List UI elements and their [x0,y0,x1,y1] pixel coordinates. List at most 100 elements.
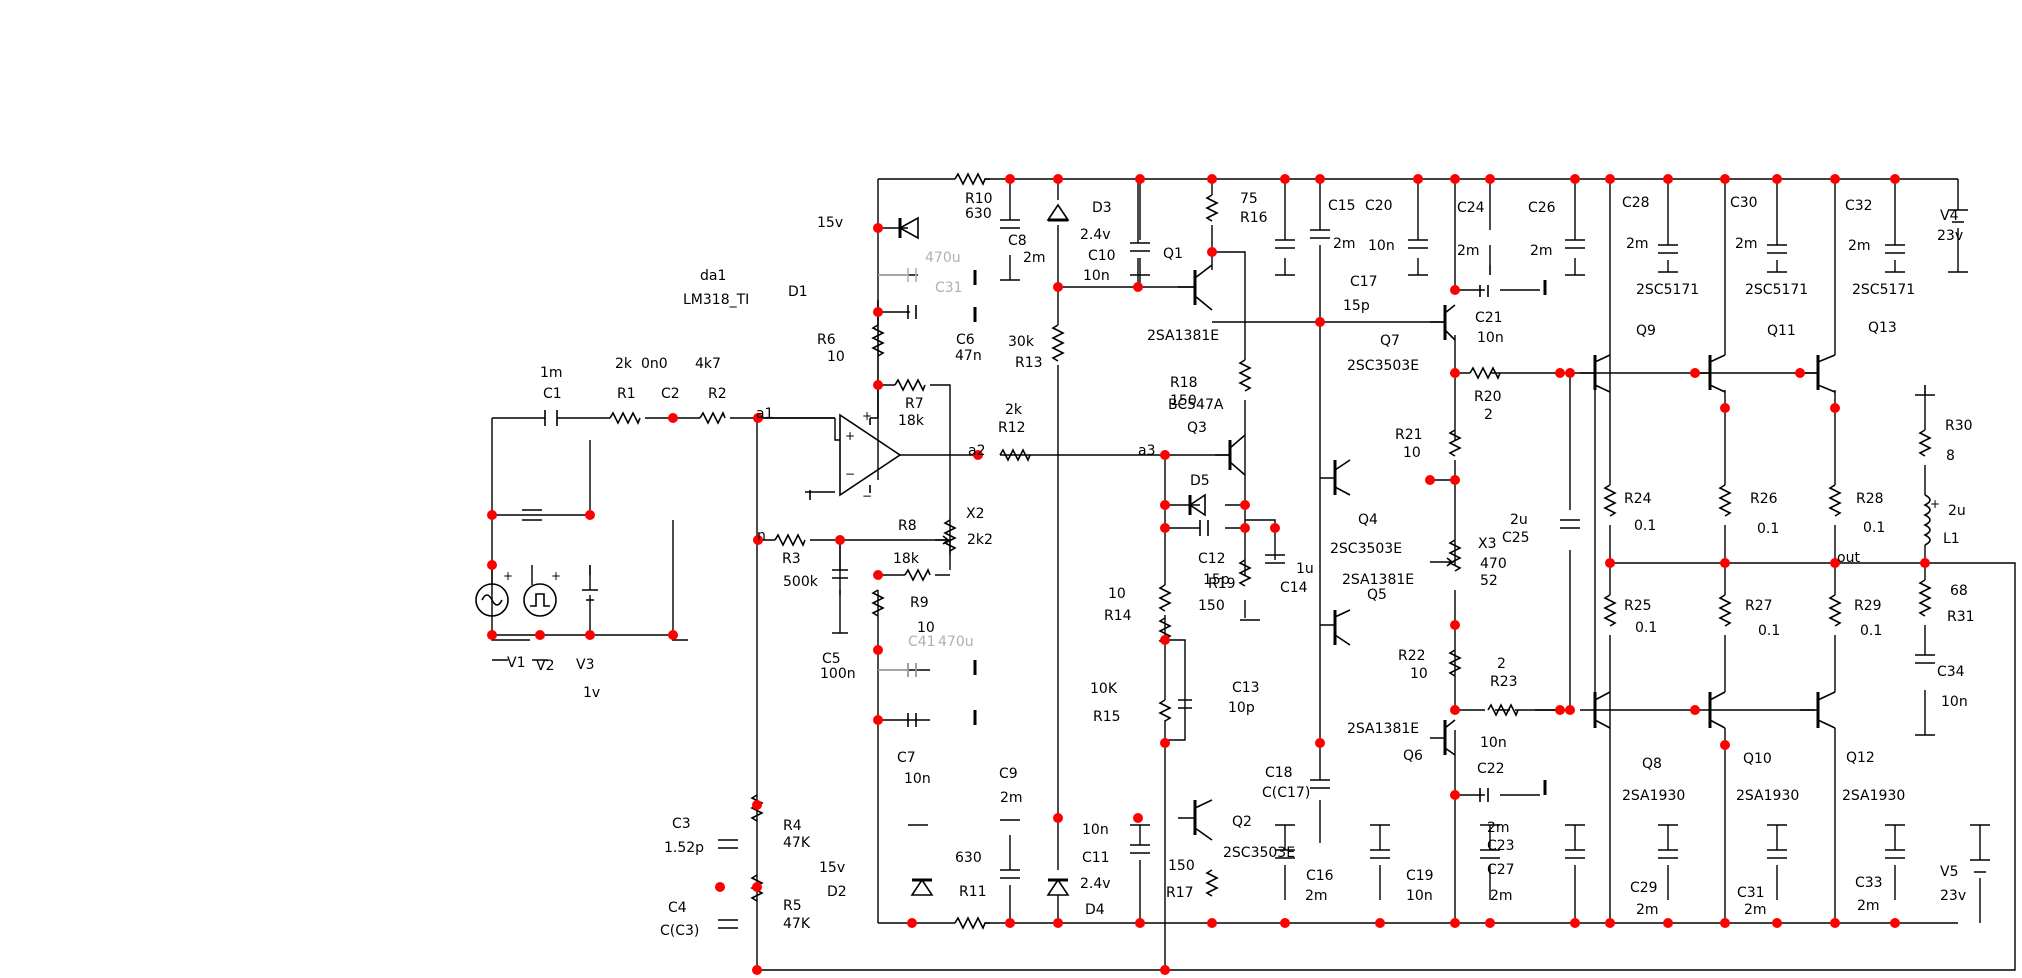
label-r30: R30 [1945,418,1973,434]
label-q10: Q10 [1743,751,1772,767]
label-r16: R16 [1240,210,1268,226]
label-r6: R6 [817,332,836,348]
label-q2-type: 2SC3503E [1223,845,1295,861]
label-r25-val: 0.1 [1635,620,1657,636]
label-r2-val: 4k7 [695,356,721,372]
label-c12: C12 [1198,551,1226,567]
potentiometers [935,519,1462,572]
label-c3-val: 1.52p [664,840,704,856]
label-15v-bot: 15v [819,860,845,876]
label-v4-val: 23v [1937,228,1963,244]
label-c11-val2: 2.4v [1080,876,1111,892]
label-da1: da1 [700,268,726,284]
label-c18-val: C(C17) [1262,785,1310,801]
sources: + + + [475,494,1940,617]
label-r1-val: 2k [615,356,633,372]
label-c29: C29 [1630,880,1658,896]
label-r14-val: 10 [1108,586,1126,602]
label-c1: C1 [543,386,562,402]
label-r31-val: 68 [1950,583,1968,599]
label-r9: R9 [910,595,929,611]
label-c27-val: 2m [1490,888,1513,904]
label-c6: C6 [956,332,975,348]
label-x3-val: 470 [1480,556,1507,572]
label-r3-val: 500k [783,574,819,590]
wires [491,178,2016,971]
label-l1-val: 2u [1948,503,1966,519]
label-c41-val: 470u [938,634,974,650]
label-c15-val: 2m [1333,236,1356,252]
label-c21-val: 10n [1477,330,1504,346]
label-r8: R8 [898,518,917,534]
label-q9: Q9 [1636,323,1656,339]
label-r28-val: 0.1 [1863,520,1885,536]
label-r5: R5 [783,898,802,914]
label-q1-type: 2SA1381E [1147,328,1219,344]
label-r7-val: 18k [898,413,925,429]
label-c26-val: 2m [1530,243,1553,259]
label-c31b: C31 [1737,885,1765,901]
label-c2: C2 [661,386,680,402]
label-q7: Q7 [1380,333,1400,349]
label-r29-val: 0.1 [1860,623,1882,639]
label-r7: R7 [905,396,924,412]
label-c7-val: 10n [904,771,931,787]
label-r29: R29 [1854,598,1882,614]
label-x2: X2 [966,506,985,522]
label-r4: R4 [783,818,802,834]
diodes [898,203,1206,896]
label-v4: V4 [1940,208,1959,224]
label-15v-top: 15v [817,215,843,231]
label-c31b-val: 2m [1744,902,1767,918]
label-r2: R2 [708,386,727,402]
label-q12: Q12 [1846,750,1875,766]
label-r5-val: 47K [783,916,811,932]
label-v5-val: 23v [1940,888,1966,904]
label-r27: R27 [1745,598,1773,614]
label-c4: C4 [668,900,687,916]
label-r15: R15 [1093,709,1121,725]
label-r23-val: 2 [1497,656,1506,672]
label-c31-ghost: C31 [935,280,963,296]
label-c25: C25 [1502,530,1530,546]
label-q3: Q3 [1187,420,1207,436]
label-r24-val: 0.1 [1634,518,1656,534]
label-v1: V1 [507,655,525,671]
label-d4: D4 [1085,902,1105,918]
label-q8-type: 2SA1930 [1622,788,1685,804]
label-r21: R21 [1395,427,1423,443]
label-n: n [757,528,766,544]
label-c33-val: 2m [1857,898,1880,914]
label-c20: C20 [1365,198,1393,214]
label-r11-val: 630 [955,850,982,866]
label-q5-type: 2SA1381E [1342,572,1414,588]
label-r1: R1 [617,386,636,402]
label-x2-val: 2k2 [967,532,993,548]
labels: da1 LM318_TI D1 15v 1m C1 2k 0n0 R1 C2 4… [507,191,1975,939]
label-a2: a2 [968,443,986,459]
label-r18-val: 150 [1170,393,1197,409]
label-r28: R28 [1856,491,1884,507]
label-v3-val: 1v [583,685,600,701]
svg-text:+: + [503,569,513,583]
label-c5-val: 100n [820,666,856,682]
label-r20-val: 2 [1484,407,1493,423]
label-c31-ghost-val: 470u [925,250,961,266]
label-q10-type: 2SA1930 [1736,788,1799,804]
transistors [1178,264,1836,841]
label-r14: R14 [1104,608,1132,624]
label-r16-val: 75 [1240,191,1258,207]
svg-text:+: + [845,429,855,443]
label-c20-val: 10n [1368,238,1395,254]
label-c17: C17 [1350,274,1378,290]
label-q6-type: 2SA1381E [1347,721,1419,737]
label-q12-type: 2SA1930 [1842,788,1905,804]
label-r13-val: 30k [1008,334,1035,350]
label-q4-type: 2SC3503E [1330,541,1402,557]
label-r10-val: 630 [965,206,992,222]
label-c5: C5 [822,651,841,667]
label-c11-val: 10n [1082,822,1109,838]
label-v2: V2 [536,658,554,674]
ground-symbols [492,265,1990,826]
